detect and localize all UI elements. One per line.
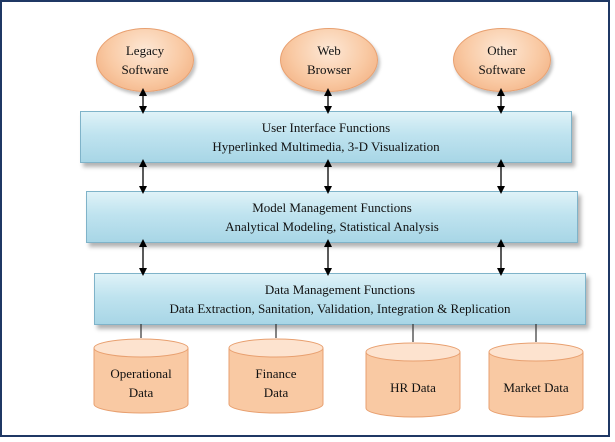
store-finance-data: Finance Data: [228, 338, 324, 414]
cylinder-icon: [365, 342, 461, 418]
layer-subtitle: Data Extraction, Sanitation, Validation,…: [169, 301, 511, 316]
store-operational-data: Operational Data: [93, 338, 189, 414]
layer-title: Model Management Functions: [252, 200, 412, 215]
store-label: Operational Data: [110, 366, 172, 400]
source-other-software: Other Software: [453, 28, 551, 92]
source-web-browser: Web Browser: [280, 28, 378, 92]
layer-title: User Interface Functions: [261, 120, 391, 135]
cylinder-icon: [488, 342, 584, 418]
store-market-data: Market Data: [488, 342, 584, 418]
layer-subtitle: Analytical Modeling, Statistical Analysi…: [225, 219, 439, 234]
cylinder-icon: [228, 338, 324, 414]
layer-data-management: Data Management Functions Data Extractio…: [94, 273, 586, 325]
layer-title: Data Management Functions: [264, 282, 416, 297]
cylinder-icon: [93, 338, 189, 414]
store-label: Finance Data: [255, 366, 297, 400]
layer-subtitle: Hyperlinked Multimedia, 3-D Visualizatio…: [212, 139, 440, 154]
source-legacy-software: Legacy Software: [96, 28, 194, 92]
store-label: Market Data: [503, 379, 569, 395]
store-hr-data: HR Data: [365, 342, 461, 418]
store-label: HR Data: [390, 379, 436, 395]
layer-model-management: Model Management Functions Analytical Mo…: [86, 191, 578, 243]
